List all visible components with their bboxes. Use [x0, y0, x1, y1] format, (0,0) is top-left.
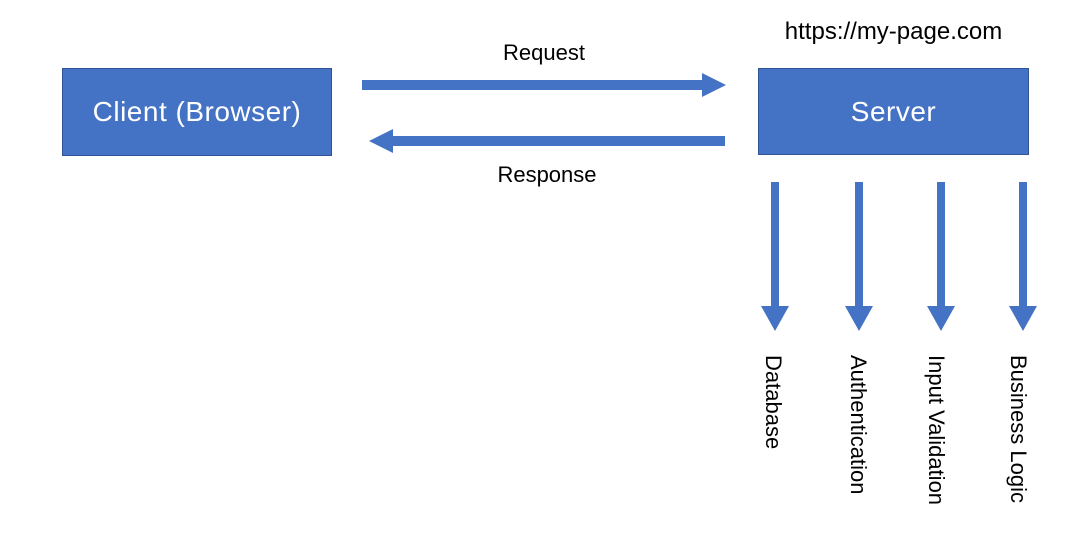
pipeline-item-label-database: Database: [761, 355, 786, 450]
client-node-label: Client (Browser): [92, 96, 302, 127]
response-arrow-shape: [369, 129, 725, 153]
request-flow-label: Request: [503, 40, 585, 65]
server-url-label: https://my-page.com: [784, 18, 1003, 45]
pipeline-item-label-authentication: Authentication: [846, 355, 871, 495]
response-arrow-icon: [369, 129, 725, 153]
down-arrow-icon: [761, 182, 789, 331]
pipeline-item-label-business-logic: Business Logic: [1006, 355, 1031, 503]
request-arrow-icon: [362, 73, 726, 97]
request-arrow-shape: [362, 73, 726, 97]
server-node: Server: [758, 68, 1029, 155]
down-arrow-icon: [927, 182, 955, 331]
down-arrow-shape: [845, 182, 873, 331]
down-arrow-icon: [845, 182, 873, 331]
server-node-label: Server: [850, 95, 937, 127]
down-arrow-shape: [761, 182, 789, 331]
client-node: Client (Browser): [62, 68, 332, 156]
down-arrow-shape: [1009, 182, 1037, 331]
response-flow-label: Response: [497, 162, 597, 187]
down-arrow-shape: [927, 182, 955, 331]
down-arrow-icon: [1009, 182, 1037, 331]
pipeline-item-label-input-validation: Input Validation: [924, 355, 949, 506]
